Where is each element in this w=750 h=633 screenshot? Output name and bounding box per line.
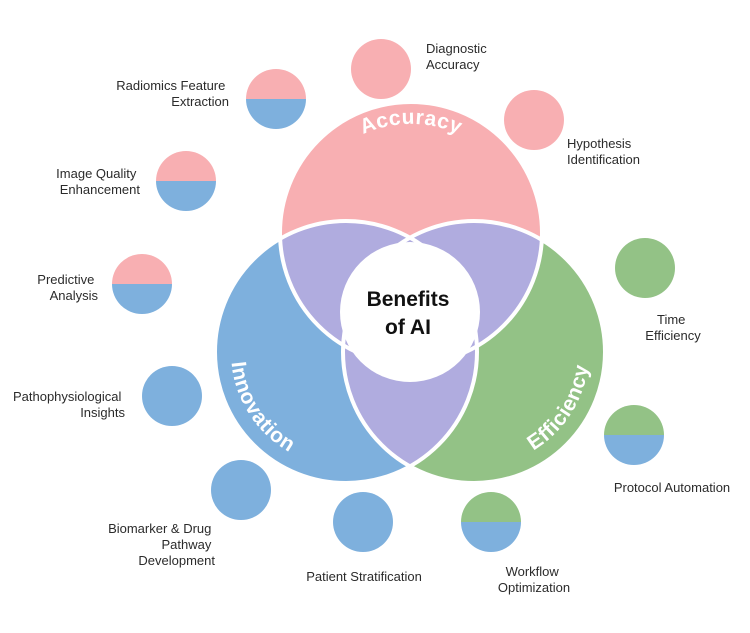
hypothesis-identification-label: Hypothesis Identification bbox=[567, 136, 640, 167]
diagnostic-accuracy-label: Diagnostic Accuracy bbox=[426, 41, 490, 72]
venn-diagram: Benefits of AI Accuracy Innovation Effic… bbox=[213, 100, 607, 485]
center-title-line1: Benefits bbox=[367, 288, 450, 311]
node-top-half bbox=[604, 405, 664, 435]
node-circle bbox=[211, 460, 271, 520]
benefit-node-radiomics-feature-extraction: Radiomics Feature Extraction bbox=[116, 69, 306, 129]
node-top-half bbox=[246, 69, 306, 99]
protocol-automation-label: Protocol Automation bbox=[614, 480, 730, 495]
node-circle bbox=[142, 366, 202, 426]
center-title-line2: of AI bbox=[385, 316, 431, 339]
node-circle bbox=[351, 39, 411, 99]
benefit-node-biomarker-drug-pathway-development: Biomarker & Drug Pathway Development bbox=[108, 460, 271, 568]
benefit-node-diagnostic-accuracy: Diagnostic Accuracy bbox=[351, 39, 490, 99]
pathophysiological-insights-label: Pathophysiological Insights bbox=[13, 389, 126, 420]
time-efficiency-dot bbox=[615, 238, 675, 298]
center-circle bbox=[340, 242, 480, 382]
image-quality-enhancement-label: Image Quality Enhancement bbox=[56, 166, 140, 197]
node-circle bbox=[333, 492, 393, 552]
patient-stratification-dot bbox=[333, 492, 393, 552]
benefit-node-hypothesis-identification: Hypothesis Identification bbox=[504, 90, 640, 167]
protocol-automation-dot bbox=[604, 405, 664, 465]
node-top-half bbox=[156, 151, 216, 181]
node-bottom-half bbox=[604, 435, 664, 465]
workflow-optimization-dot bbox=[461, 492, 521, 552]
benefit-node-pathophysiological-insights: Pathophysiological Insights bbox=[13, 366, 202, 426]
patient-stratification-label: Patient Stratification bbox=[306, 569, 422, 584]
node-circle bbox=[615, 238, 675, 298]
benefit-node-predictive-analysis: Predictive Analysis bbox=[37, 254, 172, 314]
node-bottom-half bbox=[112, 284, 172, 314]
image-quality-enhancement-dot bbox=[156, 151, 216, 211]
node-circle bbox=[504, 90, 564, 150]
predictive-analysis-label: Predictive Analysis bbox=[37, 272, 98, 303]
benefit-node-protocol-automation: Protocol Automation bbox=[604, 405, 730, 495]
efficiency-circle-outline bbox=[341, 219, 607, 485]
hypothesis-identification-dot bbox=[504, 90, 564, 150]
node-top-half bbox=[112, 254, 172, 284]
node-top-half bbox=[461, 492, 521, 522]
diagnostic-accuracy-dot bbox=[351, 39, 411, 99]
predictive-analysis-dot bbox=[112, 254, 172, 314]
benefit-node-workflow-optimization: Workflow Optimization bbox=[461, 492, 570, 595]
node-bottom-half bbox=[156, 181, 216, 211]
node-bottom-half bbox=[246, 99, 306, 129]
benefit-node-image-quality-enhancement: Image Quality Enhancement bbox=[56, 151, 216, 211]
biomarker-drug-pathway-development-label: Biomarker & Drug Pathway Development bbox=[108, 521, 215, 568]
workflow-optimization-label: Workflow Optimization bbox=[498, 564, 570, 595]
benefit-node-patient-stratification: Patient Stratification bbox=[306, 492, 422, 584]
biomarker-drug-pathway-development-dot bbox=[211, 460, 271, 520]
time-efficiency-label: Time Efficiency bbox=[645, 312, 701, 343]
innovation-circle-outline bbox=[213, 219, 479, 485]
benefit-node-time-efficiency: Time Efficiency bbox=[615, 238, 701, 343]
node-bottom-half bbox=[461, 522, 521, 552]
pathophysiological-insights-dot bbox=[142, 366, 202, 426]
radiomics-feature-extraction-label: Radiomics Feature Extraction bbox=[116, 78, 229, 109]
radiomics-feature-extraction-dot bbox=[246, 69, 306, 129]
